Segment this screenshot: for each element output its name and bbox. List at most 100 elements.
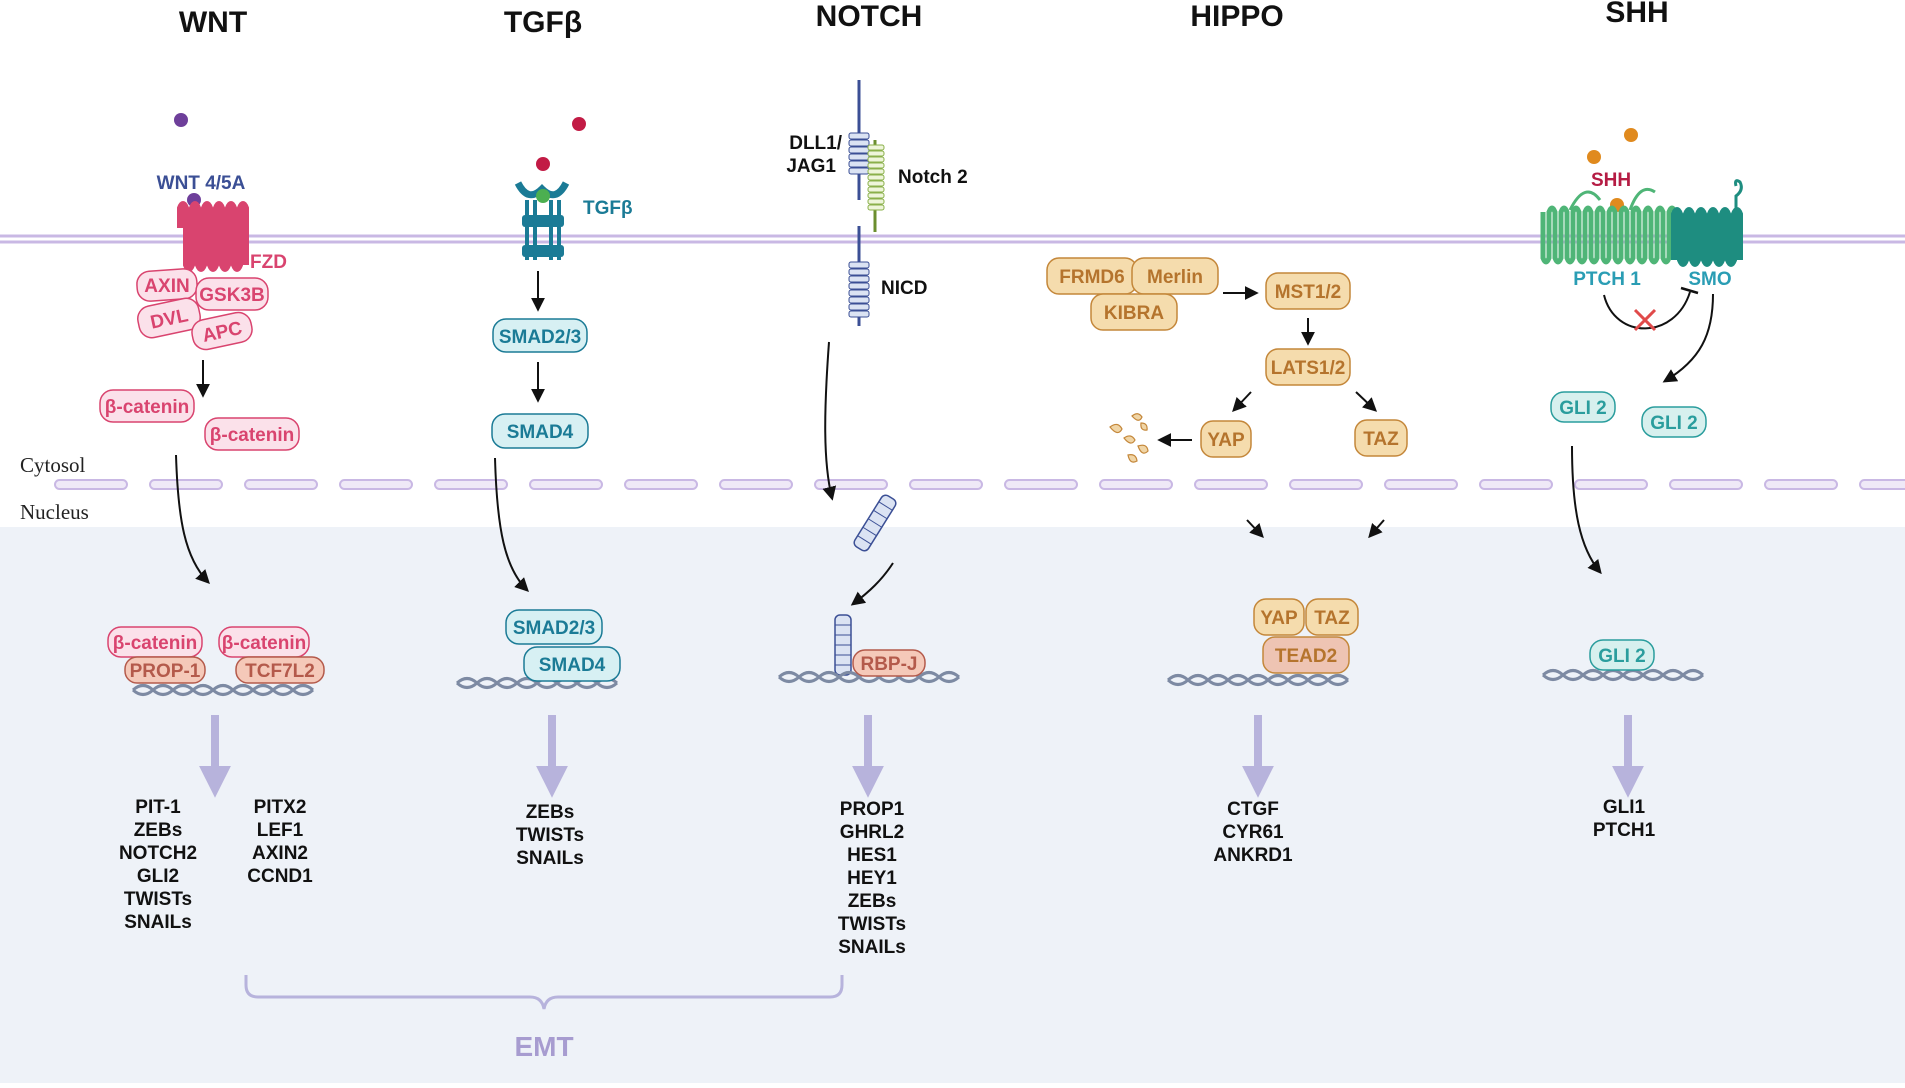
notch-arrow-2: [850, 562, 894, 606]
rbpj-label: RBP-J: [860, 654, 917, 675]
nicd-label: NICD: [881, 278, 927, 299]
merlin-label: Merlin: [1147, 267, 1203, 288]
shh-dna: [1541, 669, 1705, 681]
target-gene: NOTCH2: [119, 843, 197, 864]
target-gene: CYR61: [1222, 822, 1284, 843]
wnt-cyto-beta-2: β-catenin: [210, 425, 294, 446]
hippo-arrow-6: [1368, 519, 1385, 539]
hippo-arrow-4: [1355, 391, 1378, 412]
target-gene: ANKRD1: [1213, 845, 1293, 866]
mst12-label: MST1/2: [1275, 282, 1342, 303]
target-gene: TWISTs: [516, 825, 584, 846]
target-gene: PIT-1: [135, 797, 181, 818]
blocked-x-icon: [1633, 308, 1657, 332]
gsk3b-label: GSK3B: [199, 285, 264, 306]
tgfb-receptor: [514, 181, 570, 260]
lats12-label: LATS1/2: [1271, 358, 1346, 379]
target-gene: SNAILs: [124, 912, 192, 933]
nuclear-envelope-segment: [1479, 479, 1553, 490]
target-gene: TWISTs: [124, 889, 192, 910]
title-shh: SHH: [1605, 0, 1668, 29]
notch2-domains: [867, 144, 885, 211]
wnt-ligand-label: WNT 4/5A: [157, 173, 246, 194]
tgfb-cyto-smad23: SMAD2/3: [499, 327, 581, 348]
fzd-receptor: [177, 201, 249, 272]
tgfb-nuc-smad23: SMAD2/3: [513, 618, 595, 639]
smo-receptor: [1671, 207, 1743, 267]
target-gene: PROP1: [840, 799, 905, 820]
target-gene: GLI1: [1603, 797, 1646, 818]
nuclear-envelope-segment: [1289, 479, 1363, 490]
nuclear-envelope-segment: [434, 479, 508, 490]
target-gene: SNAILs: [516, 848, 584, 869]
notch2-label: Notch 2: [898, 167, 968, 188]
target-gene: PITX2: [254, 797, 307, 818]
ptch1-loop: [1568, 187, 1656, 211]
nucleus-area: [0, 527, 1905, 1083]
kibra-label: KIBRA: [1104, 303, 1164, 324]
target-gene: GLI2: [137, 866, 179, 887]
hippo-pathway: FRMD6 Merlin KIBRA MST1/2 LATS1/2 YAP TA…: [1046, 257, 1408, 866]
wnt-nuc-beta-2: β-catenin: [222, 633, 306, 654]
target-gene: ZEBs: [848, 891, 897, 912]
tgfb-ligand-label: TGFβ: [583, 198, 633, 219]
notch-pathway: DLL1/ JAG1 Notch 2 NICD: [777, 80, 968, 958]
nuclear-envelope-segment: [1669, 479, 1743, 490]
nuclear-envelope-segment: [1574, 479, 1648, 490]
nuclear-envelope-segment: [339, 479, 413, 490]
target-gene: CCND1: [247, 866, 313, 887]
nuclear-envelope-segment: [1004, 479, 1078, 490]
taz-nuc-label: TAZ: [1314, 608, 1350, 629]
dll1-label-line2: JAG1: [786, 156, 836, 177]
nuclear-envelope-segment: [909, 479, 983, 490]
target-gene: HES1: [847, 845, 897, 866]
hippo-dna: [1166, 674, 1350, 686]
nuclear-envelope-segment: [719, 479, 793, 490]
wnt-dna: [131, 684, 315, 696]
taz-cyto-label: TAZ: [1363, 429, 1399, 450]
nuclear-envelope-segment: [1859, 479, 1905, 490]
wnt-cyto-beta-1: β-catenin: [105, 397, 189, 418]
nuclear-envelope-segment: [814, 479, 888, 490]
nuclear-envelope-segment: [1384, 479, 1458, 490]
title-notch: NOTCH: [816, 0, 923, 33]
shh-pathway: SHH PTCH 1 SMO GLI 2 GLI 2 GLI 2 GLI1PTC…: [1540, 128, 1743, 841]
tcf7l2-tf-label: TCF7L2: [245, 661, 315, 682]
ptch1-receptor: [1540, 205, 1678, 265]
target-gene: TWISTs: [838, 914, 906, 935]
target-gene: ZEBs: [134, 820, 183, 841]
nicd-bound: [834, 614, 852, 676]
ptch1-smo-inhibition: [1603, 291, 1691, 330]
tgfb-cyto-smad4: SMAD4: [507, 422, 574, 443]
tgfb-arrow-3: [494, 457, 529, 592]
target-gene: CTGF: [1227, 799, 1279, 820]
nicd-fragment: [853, 494, 897, 552]
target-gene: GHRL2: [840, 822, 904, 843]
title-hippo: HIPPO: [1190, 0, 1283, 33]
target-gene: AXIN2: [252, 843, 308, 864]
title-tgfb: TGFβ: [504, 6, 582, 39]
shh-arrow-1: [1662, 293, 1714, 383]
nuclear-envelope-segment: [149, 479, 223, 490]
target-gene: LEF1: [257, 820, 304, 841]
hippo-arrow-3: [1232, 391, 1252, 413]
nuclear-envelope-segment: [54, 479, 128, 490]
target-gene: HEY1: [847, 868, 897, 889]
wnt-ligand-dot: [174, 113, 188, 127]
emt-brace: [244, 975, 844, 1010]
fzd-label: FZD: [250, 252, 287, 273]
nuclear-envelope-segment: [1764, 479, 1838, 490]
frmd6-label: FRMD6: [1059, 267, 1124, 288]
tgfb-bound-dot: [536, 157, 550, 171]
hippo-arrow-5: [1246, 519, 1264, 539]
nucleus-label: Nucleus: [20, 500, 89, 524]
emt-label: EMT: [514, 1031, 573, 1062]
title-wnt: WNT: [179, 6, 247, 39]
yap-nuc-label: YAP: [1260, 608, 1298, 629]
